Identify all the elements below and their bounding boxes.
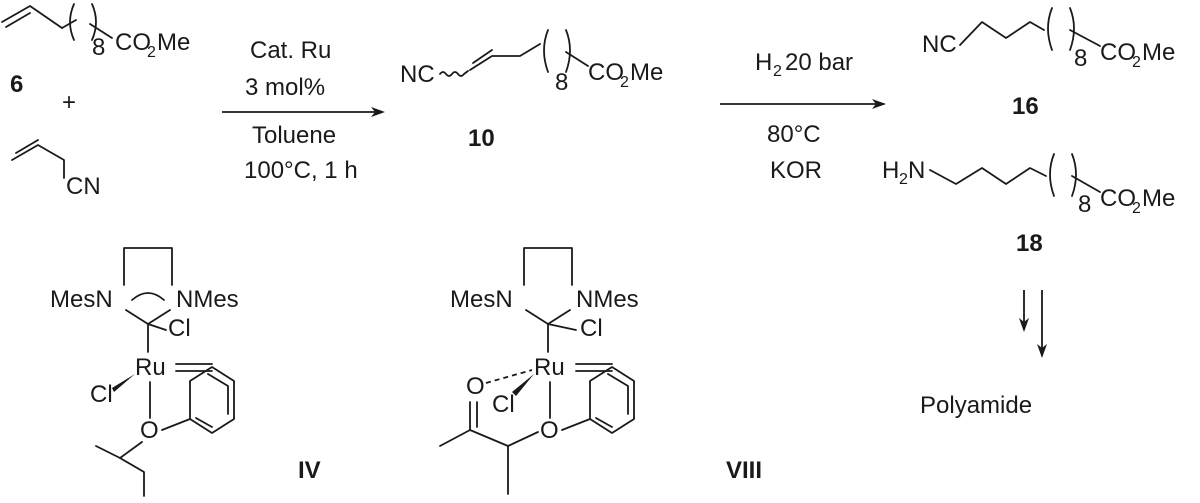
compound-10-paren-right bbox=[565, 29, 571, 73]
compound-10-double-bond bbox=[472, 49, 493, 64]
iv-isopropyl bbox=[95, 445, 145, 497]
compound-10-nc: NC bbox=[400, 61, 435, 88]
step1-catalyst: Cat. Ru bbox=[250, 37, 331, 64]
compound-18-repeat-count: 8 bbox=[1078, 191, 1091, 218]
compound-10-label: 10 bbox=[468, 125, 495, 152]
compound-10: NC 8 CO 2 Me 10 bbox=[400, 29, 663, 152]
iv-benzene-ring bbox=[189, 366, 235, 434]
compound-16: NC 8 CO 2 Me 16 bbox=[922, 7, 1175, 120]
compound-16-paren-right bbox=[1069, 7, 1075, 51]
step2-pressure: 20 bar bbox=[785, 49, 853, 76]
iv-nmes: NMes bbox=[176, 286, 239, 313]
compound-18-ester-co: CO bbox=[1100, 185, 1136, 212]
compound-10-wavy-bond bbox=[439, 70, 469, 77]
down-arrows bbox=[1019, 290, 1047, 358]
compound-18-amine-sub2: 2 bbox=[899, 171, 908, 188]
compound-10-repeat-count: 8 bbox=[555, 69, 568, 96]
compound-16-repeat-count: 8 bbox=[1074, 45, 1087, 72]
viii-acetyl bbox=[439, 429, 509, 447]
product-polyamide: Polyamide bbox=[920, 392, 1032, 419]
step2-hydrogen-sub2: 2 bbox=[773, 63, 782, 80]
compound-18-amine-h: H bbox=[882, 157, 899, 184]
iv-carbene-arc bbox=[131, 292, 165, 301]
plus-sign: + bbox=[62, 89, 76, 116]
compound-16-ester-co: CO bbox=[1100, 39, 1136, 66]
acrylonitrile-double-bond bbox=[15, 139, 39, 154]
viii-cl-top: Cl bbox=[580, 315, 603, 342]
acrylonitrile-cn: CN bbox=[66, 173, 101, 200]
step2-hydrogen-h: H bbox=[755, 49, 772, 76]
compound-6-chain bbox=[1, 5, 63, 29]
acrylonitrile-chain bbox=[11, 144, 65, 179]
compound-18: H 2 N 8 CO 2 Me 18 bbox=[882, 153, 1175, 257]
viii-ketone-oxygen: O bbox=[466, 373, 485, 400]
compound-18-ester-me: Me bbox=[1142, 185, 1175, 212]
compound-18-ester-sub2: 2 bbox=[1132, 200, 1141, 217]
step1-conditions: 100°C, 1 h bbox=[244, 157, 358, 184]
iv-imidazolidine-backbone bbox=[123, 247, 173, 286]
viii-ru: Ru bbox=[534, 354, 565, 381]
catalyst-viii: MesN NMes Cl Ru O Cl O VIII bbox=[439, 247, 762, 495]
iv-mesn: MesN bbox=[50, 286, 113, 313]
compound-6-paren-right bbox=[91, 3, 97, 41]
viii-dashed-coordination bbox=[485, 369, 533, 384]
compound-6-ester-me: Me bbox=[157, 29, 190, 56]
compound-16-nc: NC bbox=[922, 31, 957, 58]
viii-ether-oxygen: O bbox=[540, 417, 559, 444]
compound-16-paren-left bbox=[1047, 7, 1053, 51]
compound-16-ester-me: Me bbox=[1142, 39, 1175, 66]
step2-base: KOR bbox=[770, 157, 822, 184]
catalyst-iv-label: IV bbox=[298, 457, 321, 484]
compound-6-double-bond bbox=[5, 12, 31, 28]
compound-6-ester-sub2: 2 bbox=[147, 44, 156, 61]
compound-10-ester-sub2: 2 bbox=[620, 74, 629, 91]
iv-oxygen: O bbox=[140, 417, 159, 444]
compound-10-ester-co: CO bbox=[588, 59, 624, 86]
compound-18-paren-left bbox=[1049, 153, 1055, 197]
compound-6-ester-co: CO bbox=[115, 29, 151, 56]
iv-cl-bottom: Cl bbox=[90, 381, 113, 408]
step1-loading: 3 mol% bbox=[245, 74, 325, 101]
compound-18-amine-n: N bbox=[908, 157, 925, 184]
viii-imidazolidine-backbone bbox=[523, 247, 573, 286]
compound-18-label: 18 bbox=[1016, 230, 1043, 257]
reaction-arrow-2: H 2 20 bar 80°C KOR bbox=[720, 49, 886, 184]
iv-ru: Ru bbox=[135, 354, 166, 381]
step2-temperature: 80°C bbox=[767, 121, 821, 148]
compound-10-paren-left bbox=[543, 29, 549, 73]
step1-solvent: Toluene bbox=[252, 122, 336, 149]
compound-6-label: 6 bbox=[10, 71, 23, 98]
viii-wedge-bond bbox=[512, 374, 534, 396]
compound-18-paren-right bbox=[1071, 153, 1077, 197]
compound-10-chain bbox=[469, 43, 541, 71]
viii-nmes: NMes bbox=[576, 286, 639, 313]
viii-benzene-ring bbox=[589, 366, 635, 434]
reaction-arrow-1: Cat. Ru 3 mol% Toluene 100°C, 1 h bbox=[222, 37, 385, 184]
compound-10-ester-me: Me bbox=[630, 59, 663, 86]
compound-16-ester-sub2: 2 bbox=[1132, 54, 1141, 71]
iv-wedge-bond bbox=[112, 374, 135, 392]
compound-16-chain bbox=[959, 21, 1045, 46]
acrylonitrile: CN bbox=[11, 139, 101, 200]
catalyst-viii-label: VIII bbox=[726, 457, 762, 484]
iv-cl-top: Cl bbox=[168, 315, 191, 342]
compound-6: 8 CO 2 Me 6 bbox=[1, 3, 190, 98]
catalyst-iv: MesN NMes Cl Ru Cl O IV bbox=[50, 247, 321, 497]
viii-mesn: MesN bbox=[450, 286, 513, 313]
compound-16-label: 16 bbox=[1012, 93, 1039, 120]
compound-6-paren-left bbox=[69, 3, 75, 41]
compound-18-chain bbox=[929, 167, 1047, 185]
compound-6-repeat-count: 8 bbox=[92, 34, 105, 61]
viii-cl-bottom: Cl bbox=[492, 391, 515, 418]
